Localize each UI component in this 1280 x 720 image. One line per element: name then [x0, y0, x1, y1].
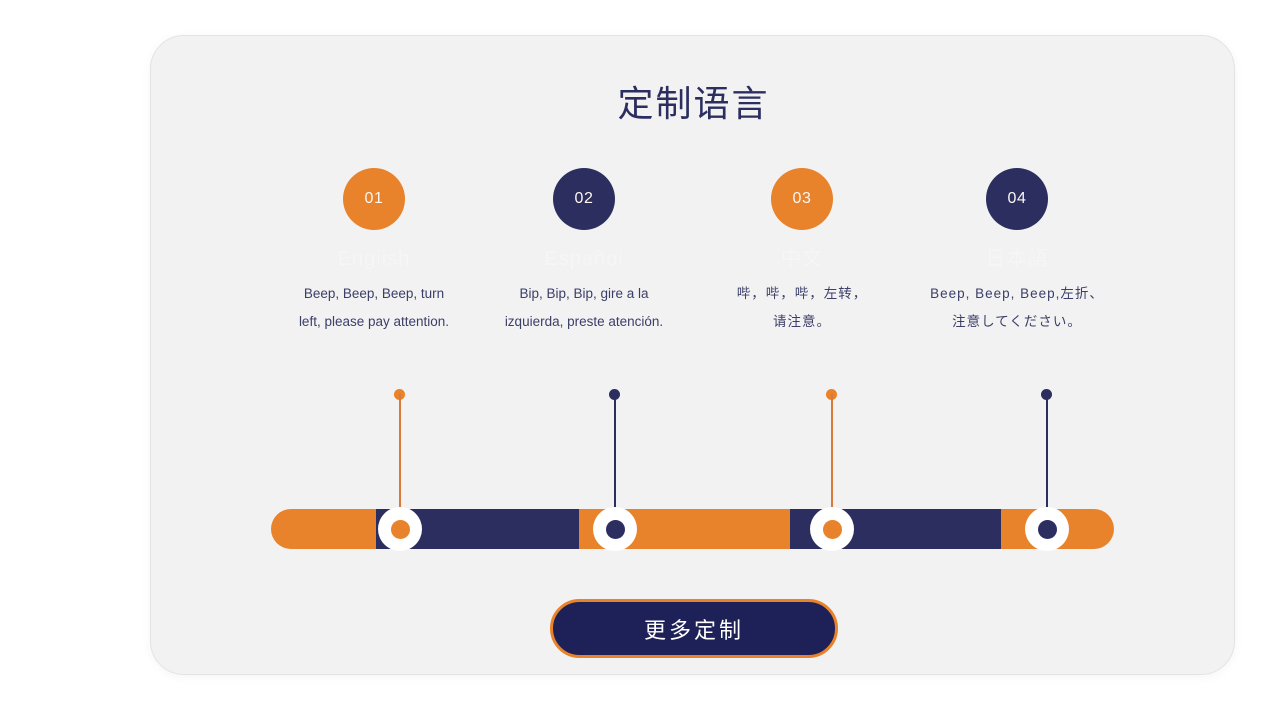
- step-badge-04[interactable]: 04: [986, 168, 1048, 230]
- step-badge-01[interactable]: 01: [343, 168, 405, 230]
- phrase-line: izquierda, preste atención.: [504, 314, 664, 329]
- phrase-line: 注意してください。: [952, 314, 1082, 329]
- step-badge-02[interactable]: 02: [553, 168, 615, 230]
- step-item-04[interactable]: 04 日本語 Beep, Beep, Beep,左折、 注意してください。: [902, 168, 1132, 336]
- step-phrase-03: 哔，哔，哔，左转， 请注意。: [687, 280, 917, 336]
- step-language-label-02: Español: [544, 248, 624, 270]
- step-columns: 01 English Beep, Beep, Beep, turn left, …: [151, 168, 1236, 393]
- timeline-node-2[interactable]: [593, 507, 637, 551]
- timeline-node-dot-4: [1037, 519, 1057, 539]
- timeline-node-dot-2: [605, 519, 625, 539]
- step-language-label-04: 日本語: [985, 248, 1049, 270]
- page-title: 定制语言: [617, 83, 770, 124]
- timeline-segment-1: [271, 509, 377, 549]
- step-item-02[interactable]: 02 Español Bip, Bip, Bip, gire a la izqu…: [469, 168, 699, 336]
- timeline-node-4[interactable]: [1025, 507, 1069, 551]
- content-card: 定制语言 01 English Beep, Beep, Beep, turn l…: [150, 35, 1235, 675]
- timeline-node-3[interactable]: [810, 507, 854, 551]
- timeline-node-dot-1: [390, 519, 410, 539]
- phrase-line: 请注意。: [773, 314, 831, 329]
- more-customization-button[interactable]: 更多定制: [550, 599, 838, 658]
- phrase-line: 哔，哔，哔，左转，: [736, 286, 868, 301]
- step-phrase-01: Beep, Beep, Beep, turn left, please pay …: [259, 280, 489, 336]
- timeline-node-dot-3: [822, 519, 842, 539]
- step-item-01[interactable]: 01 English Beep, Beep, Beep, turn left, …: [259, 168, 489, 336]
- step-phrase-02: Bip, Bip, Bip, gire a la izquierda, pres…: [469, 280, 699, 336]
- phrase-line: Beep, Beep, Beep,左折、: [930, 286, 1104, 301]
- step-phrase-04: Beep, Beep, Beep,左折、 注意してください。: [902, 280, 1132, 336]
- step-item-03[interactable]: 03 中文 哔，哔，哔，左转， 请注意。: [687, 168, 917, 336]
- phrase-line: Beep, Beep, Beep, turn: [303, 286, 445, 301]
- phrase-line: left, please pay attention.: [298, 314, 450, 329]
- phrase-line: Bip, Bip, Bip, gire a la: [519, 286, 649, 301]
- step-badge-03[interactable]: 03: [771, 168, 833, 230]
- step-language-label-01: English: [337, 248, 411, 270]
- timeline-node-1[interactable]: [378, 507, 422, 551]
- step-language-label-03: 中文: [781, 248, 823, 270]
